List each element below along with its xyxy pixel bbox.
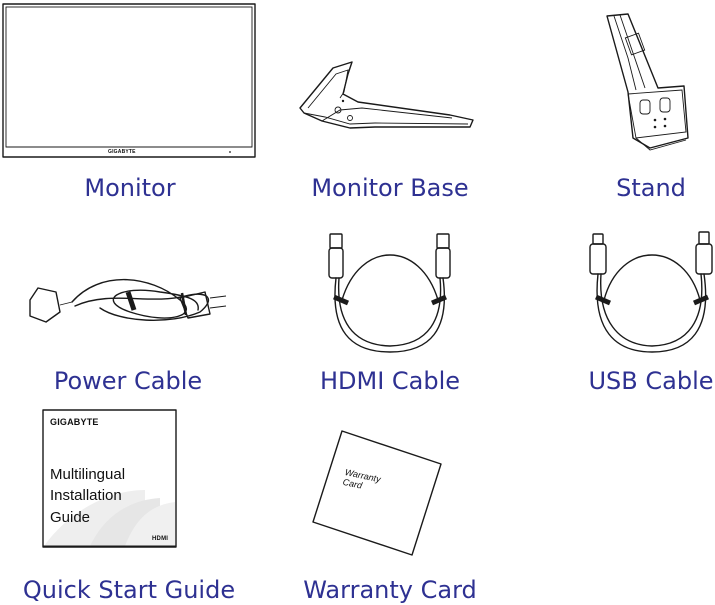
caption-stand: Stand: [616, 174, 686, 202]
caption-quick-start-guide: Quick Start Guide: [22, 576, 236, 604]
caption-power-cable: Power Cable: [53, 367, 203, 395]
guide-title-line3: Guide: [50, 509, 91, 526]
caption-monitor: Monitor: [84, 174, 176, 202]
caption-usb-cable: USB Cable: [588, 367, 714, 395]
caption-hdmi-cable: HDMI Cable: [319, 367, 461, 395]
hdmi-logo: HDMI: [152, 536, 169, 542]
caption-warranty-card: Warranty Card: [303, 576, 477, 604]
guide-title-line1: Multilingual: [50, 466, 126, 483]
monitor-brand-logo: GIGABYTE: [108, 149, 136, 155]
guide-brand-logo: GIGABYTE: [50, 417, 99, 427]
guide-title-line2: Installation: [50, 487, 122, 504]
caption-monitor-base: Monitor Base: [311, 174, 469, 202]
